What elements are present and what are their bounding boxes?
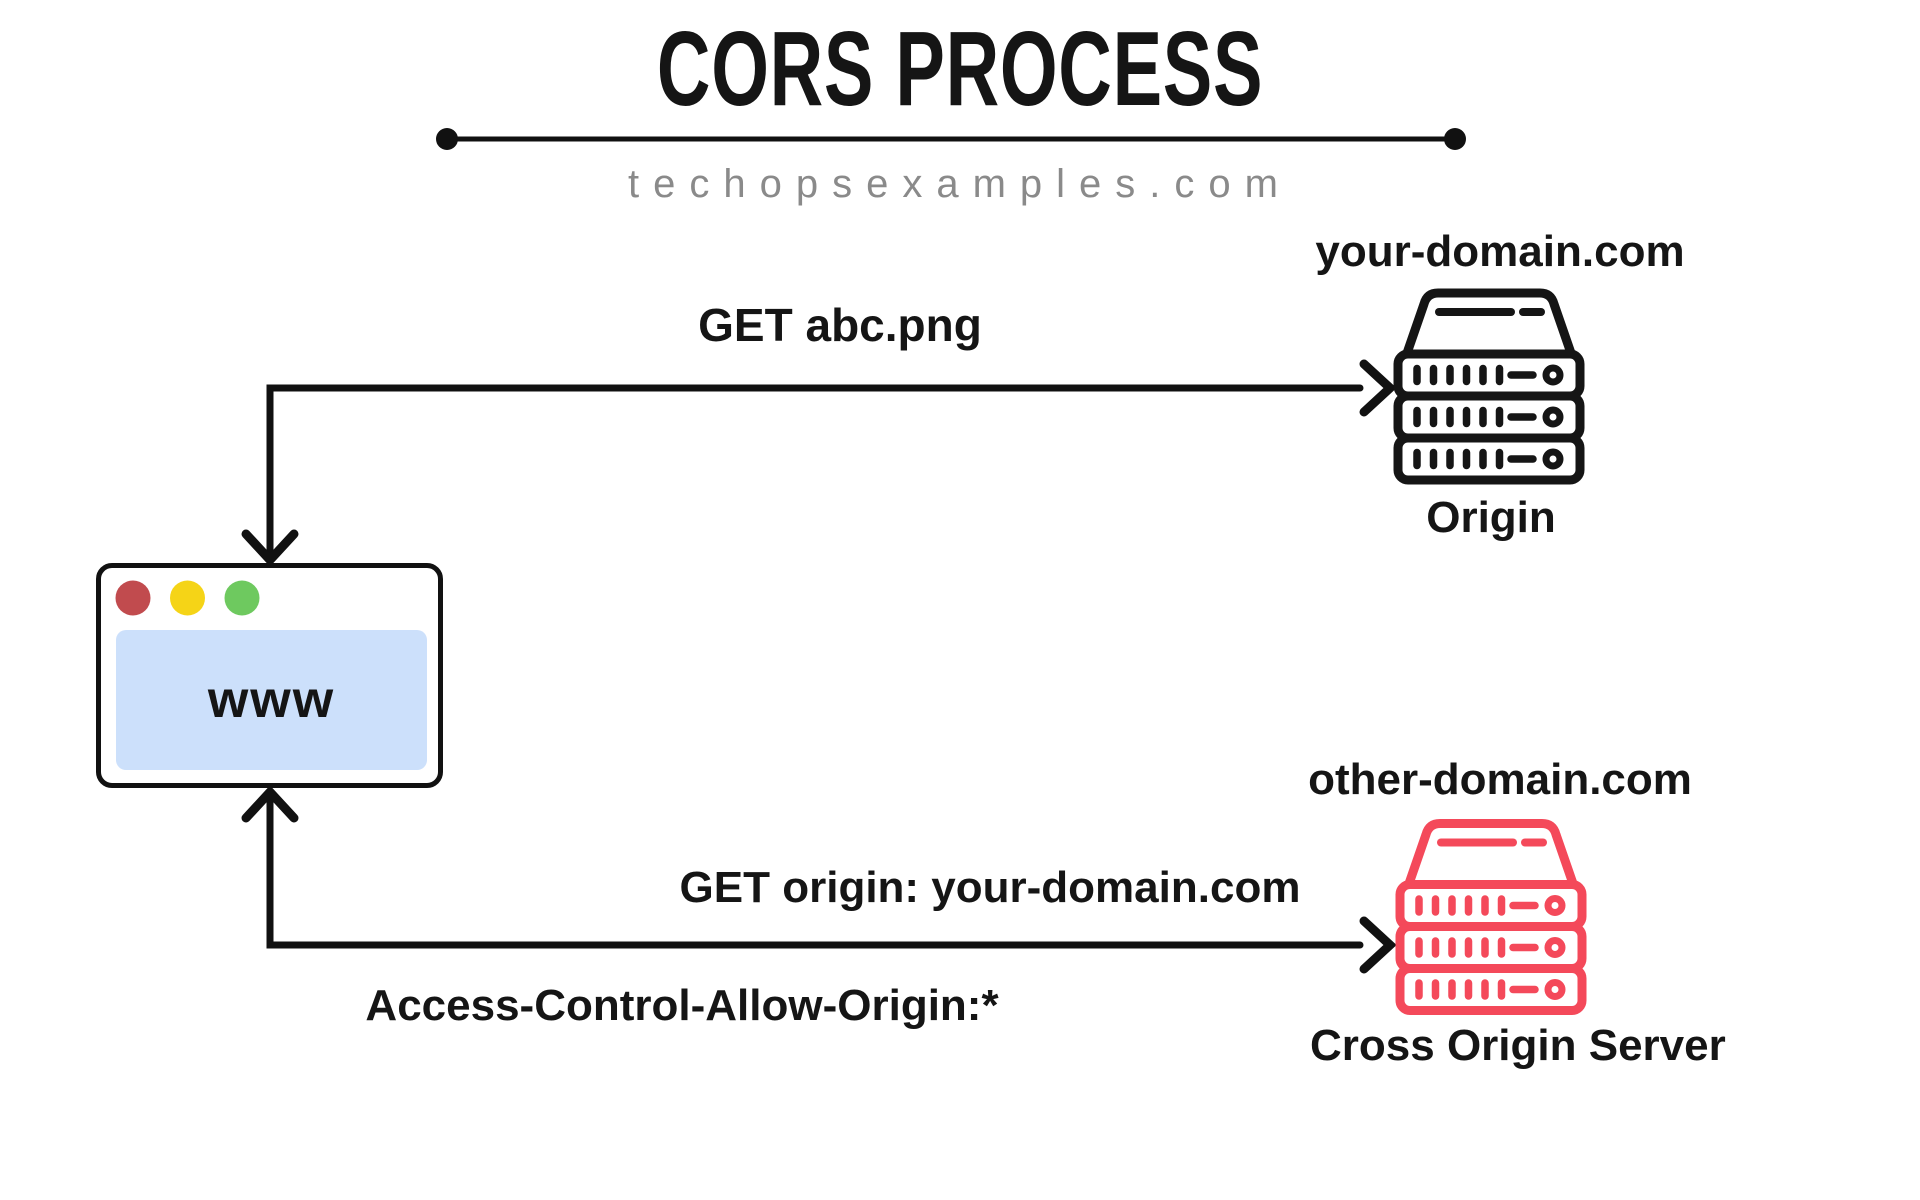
browser-viewport: www (116, 630, 427, 770)
origin-domain-label: your-domain.com (1315, 227, 1685, 276)
cross-origin-domain-label: other-domain.com (1308, 755, 1692, 804)
title-rule-right-dot (1444, 128, 1466, 150)
request-bottom-label: GET origin: your-domain.com (679, 863, 1301, 912)
traffic-lights (115, 580, 260, 616)
response-header-label: Access-Control-Allow-Origin:* (365, 981, 999, 1030)
title-rule-left-dot (436, 128, 458, 150)
page-title: CORS PROCESS (656, 10, 1264, 128)
traffic-light-green-icon (224, 580, 260, 616)
cross-origin-server-icon (1395, 819, 1587, 1015)
page-subtitle: techopsexamples.com (628, 162, 1292, 206)
page-title-wrap: CORS PROCESS (0, 16, 1920, 122)
origin-server-icon (1393, 288, 1585, 485)
request-top-label: GET abc.png (698, 299, 982, 351)
arrow-browser-origin (241, 359, 1397, 567)
origin-server-label: Origin (1426, 493, 1556, 542)
traffic-light-red-icon (115, 580, 151, 616)
browser-www-label: www (207, 671, 336, 729)
cross-origin-server-label: Cross Origin Server (1310, 1021, 1726, 1070)
browser-window: www (96, 563, 443, 788)
traffic-light-yellow-icon (170, 580, 205, 616)
